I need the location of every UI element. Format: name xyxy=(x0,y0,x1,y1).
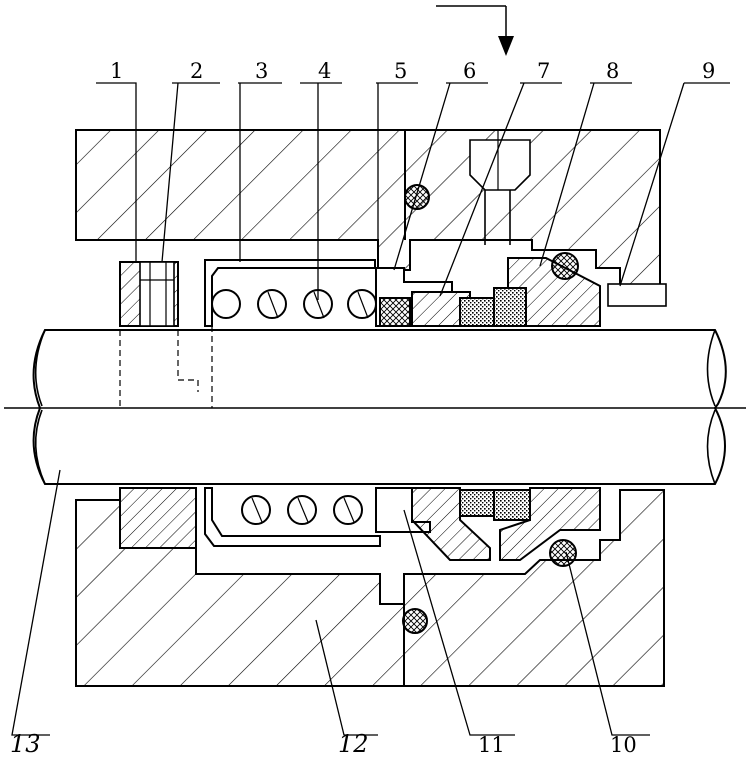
callout-7: 7 xyxy=(537,59,550,83)
callout-8: 8 xyxy=(606,59,619,83)
drive-collar-upper xyxy=(119,261,179,327)
gland-o-ring-upper xyxy=(404,184,430,210)
callout-10: 10 xyxy=(610,733,637,757)
callout-labels: 1 2 3 4 5 6 7 8 9 10 11 12 13 xyxy=(10,59,715,757)
leader-lines xyxy=(11,82,730,736)
callout-2: 2 xyxy=(190,59,203,83)
stationary-seat-upper xyxy=(507,252,601,327)
callout-4: 4 xyxy=(318,59,331,83)
callout-5: 5 xyxy=(394,59,407,83)
drive-collar-lower xyxy=(119,487,197,549)
flush-inlet-arrow xyxy=(436,5,514,56)
callout-13: 13 xyxy=(10,730,41,757)
pusher-ring-upper xyxy=(375,267,453,327)
springs-upper xyxy=(211,289,377,319)
callout-1: 1 xyxy=(110,59,123,83)
callout-12: 12 xyxy=(338,730,369,757)
callout-11: 11 xyxy=(478,733,505,757)
callout-9: 9 xyxy=(702,59,715,83)
spring-retainer-lower xyxy=(204,487,381,547)
shaft xyxy=(32,329,727,485)
rotating-ring-lower xyxy=(411,487,531,561)
springs-lower xyxy=(241,495,363,525)
callout-3: 3 xyxy=(255,59,268,83)
hidden-collar-outline xyxy=(119,326,213,408)
housing-upper xyxy=(75,129,667,307)
stationary-seat-lower xyxy=(499,487,601,567)
rotating-ring-upper xyxy=(411,287,527,327)
callout-6: 6 xyxy=(463,59,476,83)
spring-retainer-upper xyxy=(204,259,376,327)
